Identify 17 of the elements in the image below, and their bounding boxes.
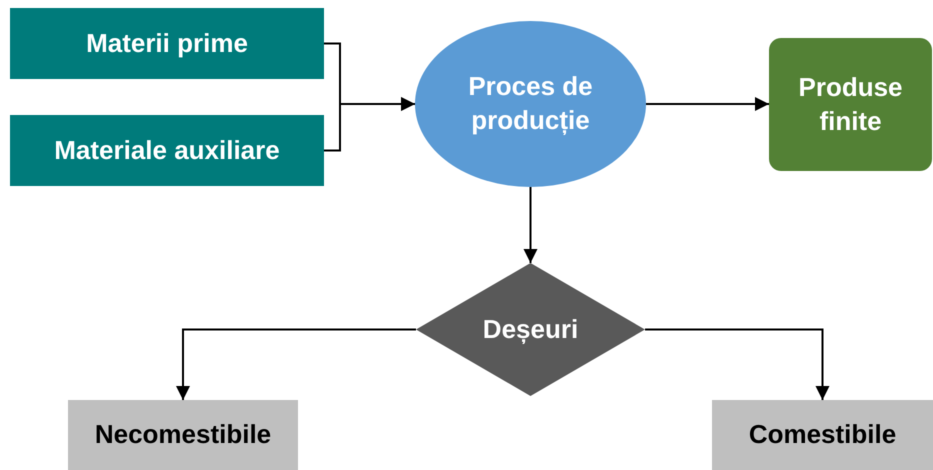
input-box [10,8,324,79]
node-label: Comestibile [748,418,896,452]
arrow [324,97,415,152]
input-box [10,115,324,186]
node-label: Materiale auxiliare [54,134,280,167]
node-label: Materii prime [86,26,248,60]
arrow [524,187,538,263]
node-label: Proces de producție [467,70,594,137]
arrow [176,328,416,400]
output-box [769,38,932,171]
arrow [645,328,830,400]
arrow [646,97,769,111]
node-label: Deșeuri [482,312,578,346]
node-label: Necomestibile [94,418,272,452]
node-label: Produse finite [797,70,904,138]
category-box [712,400,933,470]
category-box [68,400,298,470]
